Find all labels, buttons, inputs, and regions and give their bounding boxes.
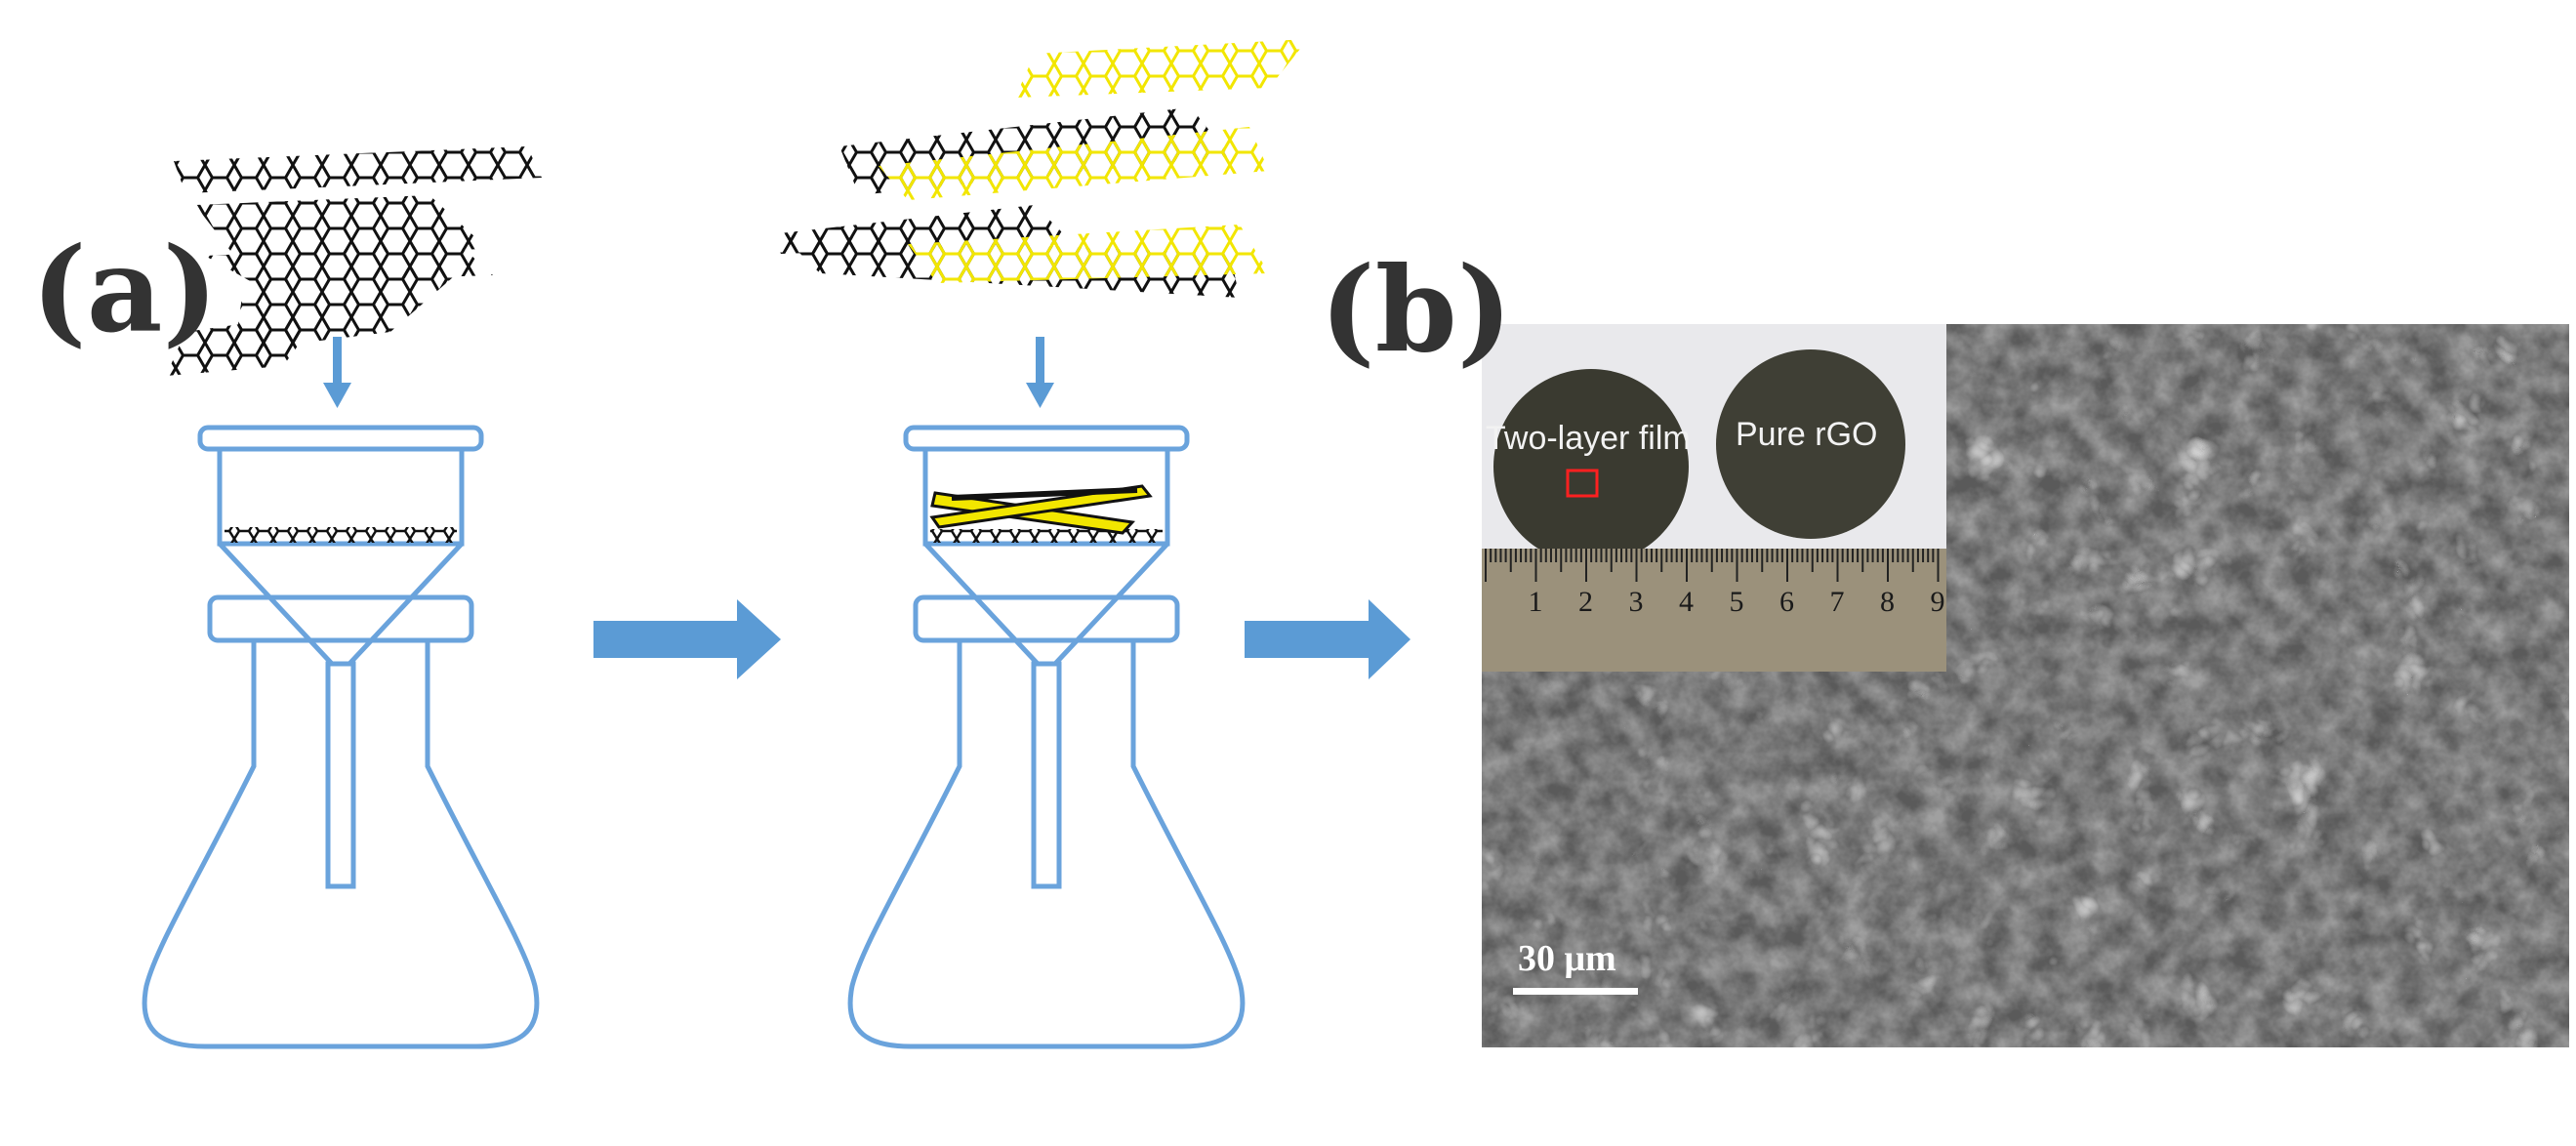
ruler-number: 2	[1578, 586, 1593, 618]
two-layer-sheets-icon	[771, 39, 1308, 298]
scale-bar	[1513, 988, 1638, 995]
pure-rgo-disc	[1716, 349, 1905, 539]
down-arrow-icon	[1026, 337, 1054, 408]
down-arrow-icon	[323, 337, 351, 408]
pure-rgo-label: Pure rGO	[1736, 416, 1878, 453]
ruler-number: 1	[1528, 586, 1543, 618]
ruler-number: 7	[1829, 586, 1845, 618]
right-arrow-icon	[1245, 599, 1411, 679]
filtered-cross-layer	[929, 484, 1153, 535]
panel-label-a: (a)	[31, 222, 219, 359]
graphene-sheets-icon	[166, 146, 542, 376]
ruler-number: 5	[1729, 586, 1744, 618]
ruler-number: 3	[1628, 586, 1644, 618]
ruler-number: 8	[1880, 586, 1895, 618]
filtered-graphene-layer-1	[225, 527, 457, 543]
ruler-number: 9	[1930, 586, 1945, 618]
filtered-graphene-layer-2	[930, 529, 1163, 543]
filtration-flask-1	[142, 425, 540, 1049]
filtration-flask-2	[847, 425, 1246, 1049]
highlight-box	[1566, 469, 1599, 498]
sem-micrograph	[1482, 324, 2569, 1047]
right-arrow-icon	[593, 599, 781, 679]
scale-bar-label: 30 μm	[1518, 938, 1616, 979]
panel-label-b: (b)	[1320, 241, 1513, 379]
two-layer-film-label: Two-layer film	[1486, 420, 1691, 457]
ruler-number: 4	[1679, 586, 1694, 618]
ruler-ticks	[1485, 549, 1940, 582]
two-layer-film-disc	[1493, 369, 1689, 564]
ruler-number: 6	[1779, 586, 1794, 618]
photo-inset	[1482, 324, 1946, 672]
ruler	[1482, 549, 1946, 672]
